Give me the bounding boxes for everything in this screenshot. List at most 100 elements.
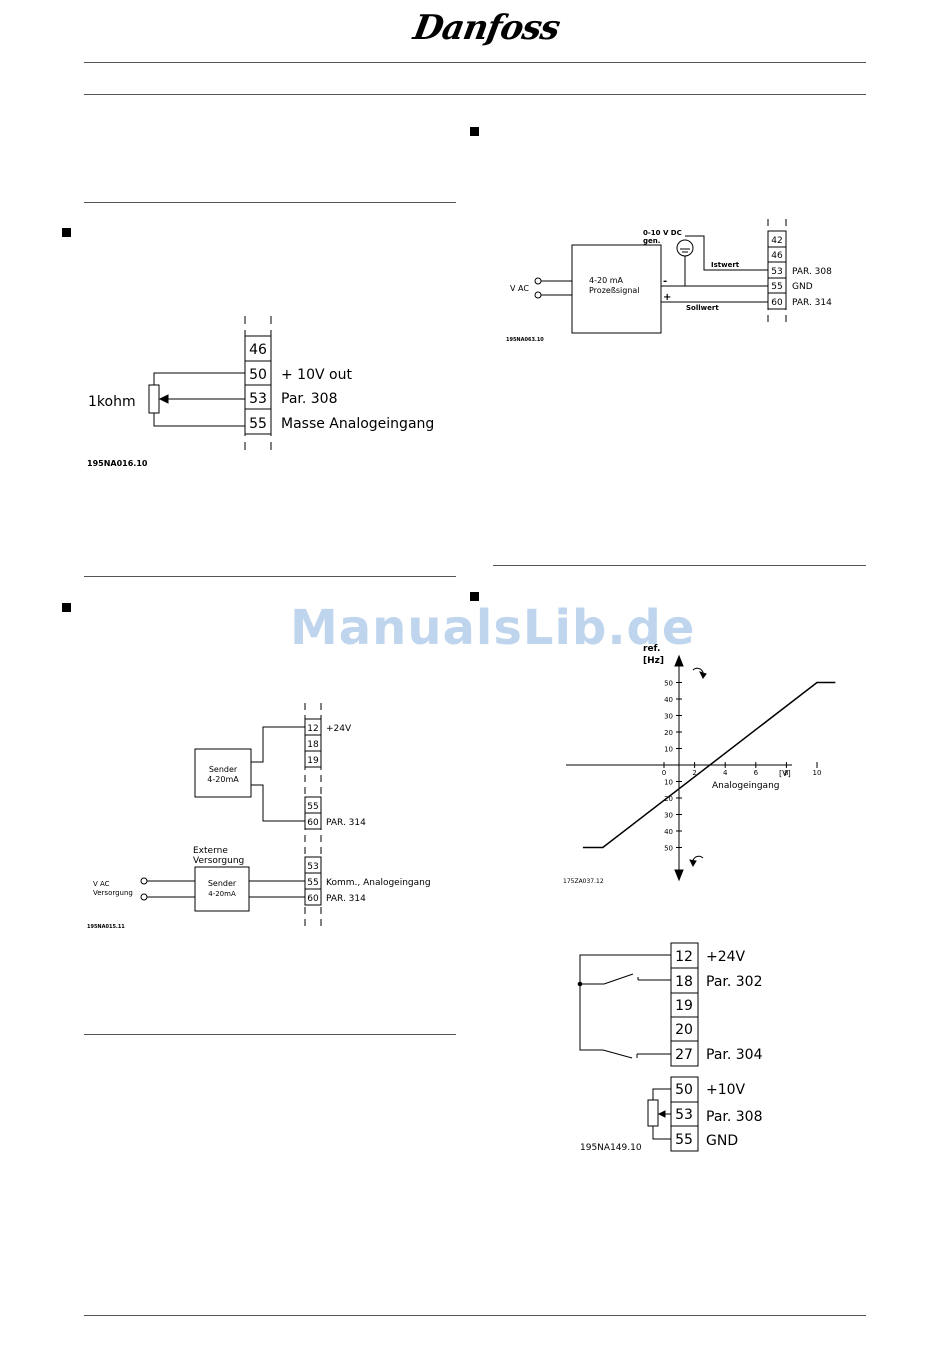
x-tick-label: 8: [784, 769, 788, 777]
terminal-number: 55: [307, 802, 318, 812]
terminal-number: 42: [771, 236, 782, 246]
terminal-label: +10V: [706, 1082, 746, 1098]
x-tick-label: 2: [692, 769, 696, 777]
terminal-number: 50: [675, 1082, 693, 1098]
terminal-number: 20: [675, 1022, 693, 1038]
terminal-number: 53: [771, 267, 782, 277]
terminal-label: GND: [792, 282, 813, 292]
x-tick-label: 10: [813, 769, 822, 777]
section-rule: [84, 202, 456, 203]
terminal-number: 19: [675, 998, 693, 1014]
terminal-number: 53: [675, 1107, 693, 1123]
terminal-number: 50: [249, 367, 267, 383]
section-bullet: [62, 603, 71, 612]
y-tick-label: 40: [664, 696, 673, 704]
sender-box-label: Sender: [208, 879, 237, 888]
supply-label: Externe: [193, 846, 228, 856]
terminal-label: Par. 308: [281, 391, 338, 407]
terminal-label: PAR. 314: [792, 298, 832, 308]
terminal-number: 27: [675, 1047, 693, 1063]
terminal-number: 55: [675, 1132, 693, 1148]
supply-label: gen.: [643, 237, 660, 245]
x-tick-label: 0: [662, 769, 666, 777]
terminal-number: 46: [249, 342, 267, 358]
resistor-label: 1kohm: [88, 394, 136, 410]
chart-xunit: [V]: [779, 769, 791, 778]
terminal-label: Masse Analogeingang: [281, 416, 434, 432]
watermark: ManualsLib.de: [290, 600, 696, 656]
polarity-minus: -: [663, 276, 667, 287]
sender-box-label: 4-20mA: [208, 890, 236, 898]
sender-box-label: Sender: [209, 765, 238, 774]
sollwert-label: Sollwert: [686, 304, 719, 312]
y-tick-label: 40: [664, 828, 673, 836]
y-tick-label: 30: [664, 713, 673, 721]
sender-box-label: 4-20mA: [207, 775, 239, 784]
figure-code: 195NA015.11: [87, 924, 125, 930]
header-rule-bottom: [84, 94, 866, 95]
terminal-label: Par. 308: [706, 1109, 763, 1125]
terminal-number: 12: [307, 724, 318, 734]
terminal-number: 60: [307, 894, 319, 904]
x-tick-label: 6: [754, 769, 759, 777]
polarity-plus: +: [663, 292, 671, 303]
istwert-label: Istwert: [711, 261, 740, 269]
terminal-label: Komm., Analogeingang: [326, 878, 431, 888]
process-box-label: 4-20 mA: [589, 276, 623, 285]
terminal-number: 60: [307, 818, 319, 828]
terminal-number: 19: [307, 756, 319, 766]
vac-label: V AC: [93, 880, 110, 888]
section-bullet: [470, 592, 479, 601]
figure-code: 195NA016.10: [87, 459, 148, 468]
terminal-number: 55: [249, 416, 267, 432]
terminal-number: 12: [675, 949, 693, 965]
vac-label: V AC: [510, 284, 529, 293]
y-tick-label: 20: [664, 795, 673, 803]
terminal-number: 60: [771, 298, 783, 308]
figure-code: 175ZA037.12: [563, 878, 604, 885]
chart-ylabel: [Hz]: [643, 656, 664, 666]
section-rule: [84, 1034, 456, 1035]
terminal-label: Par. 302: [706, 974, 763, 990]
chart-ylabel: ref.: [643, 644, 660, 654]
supply-label: Versorgung: [193, 856, 244, 866]
chart-xlabel: Analogeingang: [712, 781, 779, 791]
terminal-label: PAR. 314: [326, 818, 366, 828]
figure-code: 195NA149.10: [580, 1143, 642, 1153]
section-bullet: [470, 127, 479, 136]
terminal-number: 18: [307, 740, 319, 750]
y-tick-label: 20: [664, 729, 673, 737]
terminal-number: 46: [771, 251, 783, 261]
y-tick-label: 50: [664, 845, 673, 853]
footer-rule: [84, 1315, 866, 1316]
y-tick-label: 10: [664, 779, 673, 787]
terminal-number: 18: [675, 974, 693, 990]
vac-label: Versorgung: [93, 889, 133, 897]
section-rule: [493, 565, 866, 566]
terminal-number: 53: [307, 862, 318, 872]
x-tick-label: 4: [723, 769, 728, 777]
y-tick-label: 10: [664, 746, 673, 754]
terminal-label: + 10V out: [281, 367, 352, 383]
terminal-label: PAR. 308: [792, 267, 832, 277]
process-box-label: Prozeßsignal: [589, 286, 640, 295]
terminal-label: GND: [706, 1133, 738, 1149]
section-rule: [84, 576, 456, 577]
figure-code: 195NA063.10: [506, 337, 544, 343]
y-tick-label: 30: [664, 812, 673, 820]
terminal-number: 55: [771, 282, 782, 292]
terminal-label: +24V: [706, 949, 746, 965]
terminal-number: 55: [307, 878, 318, 888]
series-line: [582, 681, 836, 849]
terminal-label: +24V: [326, 724, 352, 734]
terminal-label: PAR. 314: [326, 894, 366, 904]
header-rule-top: [84, 62, 866, 63]
y-tick-label: 50: [664, 680, 673, 688]
terminal-label: Par. 304: [706, 1047, 763, 1063]
section-bullet: [62, 228, 71, 237]
